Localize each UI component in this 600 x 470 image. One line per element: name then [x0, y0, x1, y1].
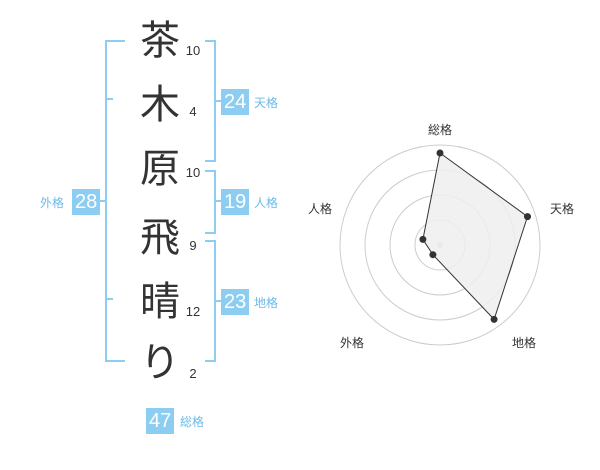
- jinkaku-bracket: [205, 170, 216, 234]
- soukaku-score: 47: [146, 408, 175, 434]
- name-char-5: 晴: [140, 279, 180, 325]
- name-char-2: 木: [140, 82, 180, 128]
- bracket-connector: [214, 100, 221, 102]
- gaikaku-label: 外格: [40, 196, 65, 210]
- radar-point-4: [429, 251, 437, 259]
- gaikaku-score: 28: [72, 189, 101, 215]
- jinkaku-label: 人格: [254, 196, 279, 210]
- tenkaku-score: 24: [221, 89, 250, 115]
- name-char-3: 原: [140, 146, 180, 192]
- radar-point-3: [490, 315, 498, 323]
- jinkaku-score: 19: [221, 189, 250, 215]
- name-char-4: 飛: [140, 215, 180, 261]
- radar-point-5: [419, 235, 427, 243]
- radar-chart: [339, 144, 541, 346]
- stroke-count-1: 10: [185, 43, 201, 58]
- radar-point-2: [524, 213, 531, 221]
- radar-label-soukaku: 総格: [427, 123, 452, 137]
- stroke-count-6: 2: [189, 366, 197, 381]
- stroke-count-2: 4: [189, 104, 197, 119]
- chikaku-label: 地格: [254, 296, 279, 310]
- radar-label-tenkaku: 天格: [549, 202, 574, 216]
- radar-label-chikaku: 地格: [511, 336, 536, 350]
- tenkaku-label: 天格: [254, 96, 279, 110]
- bracket-tick: [105, 298, 113, 300]
- stroke-count-4: 9: [189, 238, 197, 253]
- bracket-tick: [105, 98, 113, 100]
- bracket-connector: [214, 200, 221, 202]
- stroke-count-3: 10: [185, 165, 201, 180]
- radar-ring: [339, 144, 541, 346]
- gaikaku-bracket: [105, 40, 125, 362]
- name-char-6: り: [140, 340, 180, 386]
- radar-point-1: [436, 149, 444, 157]
- radar-label-gaikaku: 外格: [339, 336, 364, 350]
- stroke-count-5: 12: [185, 304, 201, 319]
- chikaku-score: 23: [221, 289, 250, 315]
- radar-label-jinkaku: 人格: [307, 202, 332, 216]
- soukaku-label: 総格: [180, 415, 205, 429]
- bracket-connector: [98, 200, 106, 202]
- bracket-connector: [214, 300, 221, 302]
- name-char-1: 茶: [140, 18, 180, 64]
- radar-series: [422, 152, 529, 321]
